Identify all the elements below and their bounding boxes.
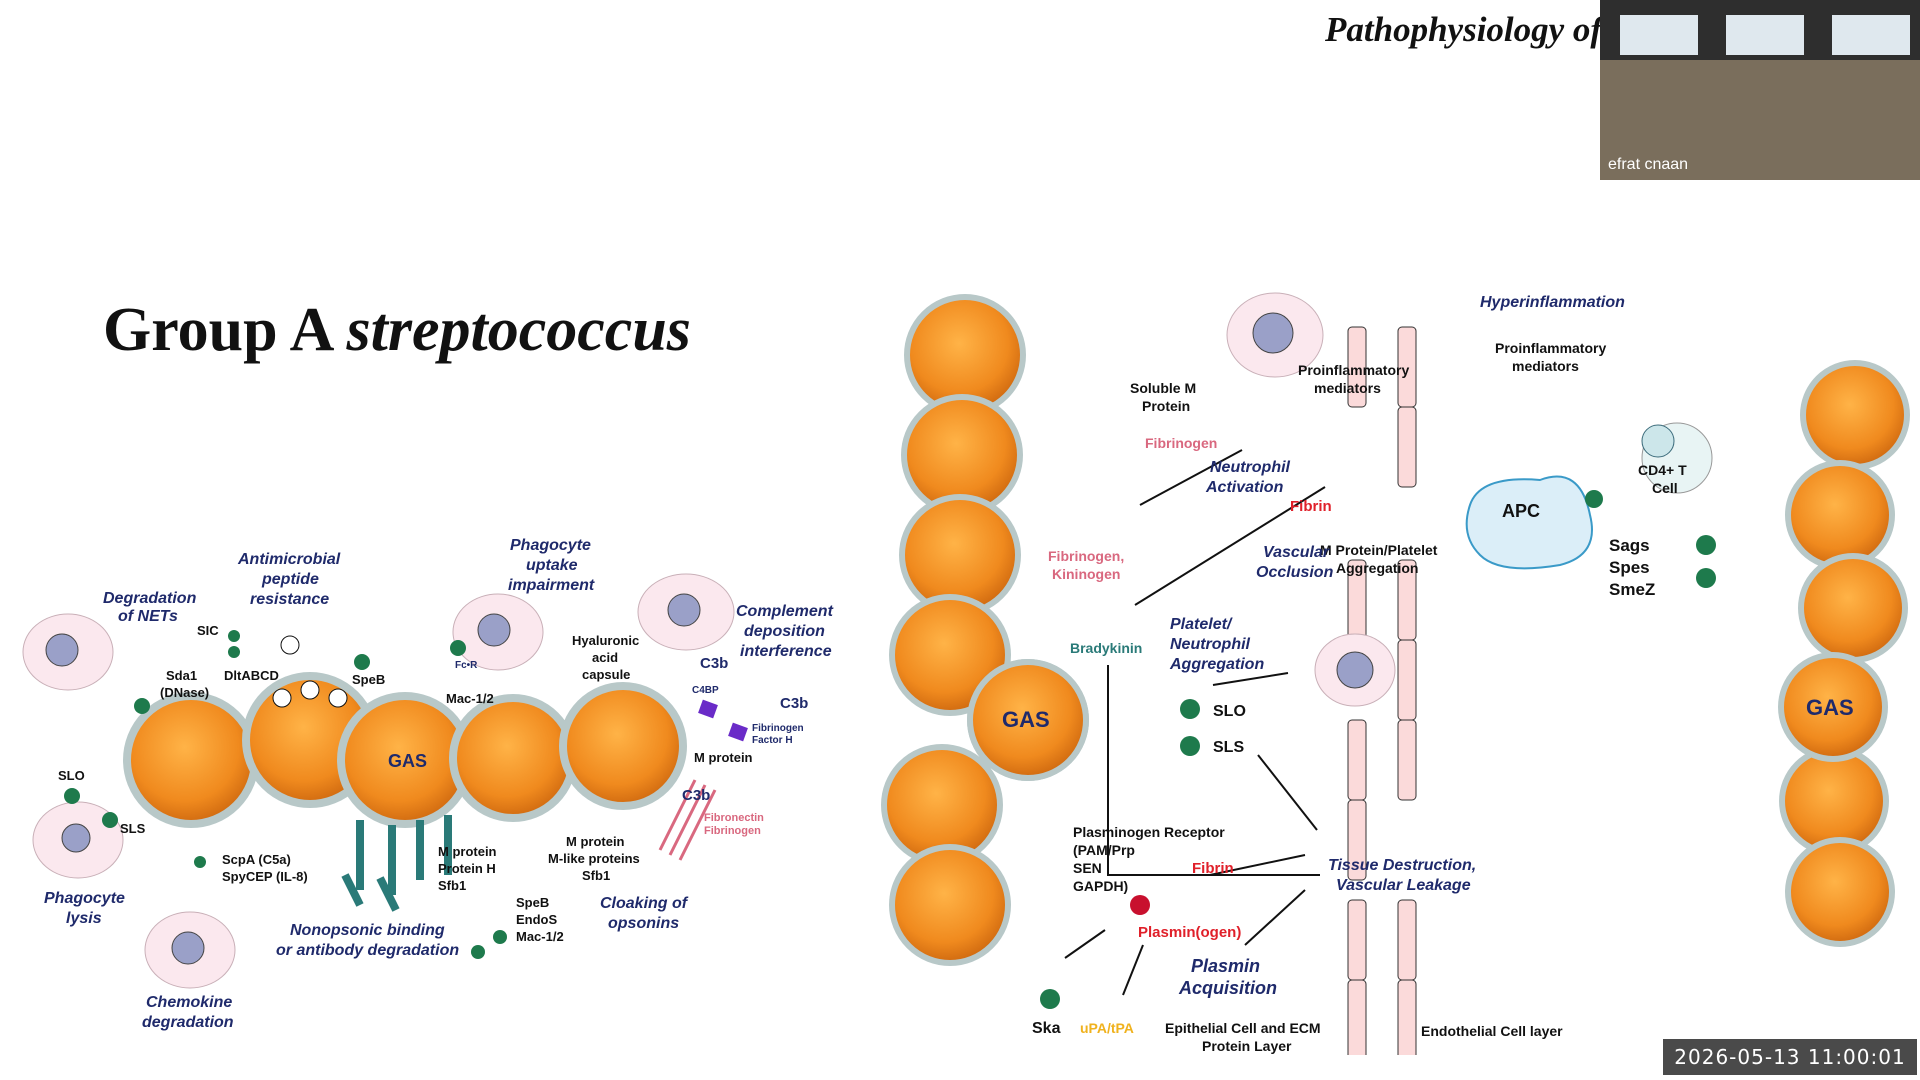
dltabcd-label: DltABCD — [224, 668, 279, 683]
bradykinin-label: Bradykinin — [1070, 640, 1142, 656]
right-figure: GAS GAS — [881, 292, 1910, 1055]
slo-left: SLO — [58, 768, 85, 783]
fcr-label: Fc•R — [455, 660, 478, 671]
plasmin-label: Plasmin(ogen) — [1138, 924, 1241, 941]
gas-label-left: GAS — [1002, 707, 1050, 732]
fibrin-label: Fibrin — [1290, 498, 1332, 515]
gas-chain — [123, 672, 687, 828]
plus-charges — [272, 635, 348, 708]
timestamp-badge: 2026-05-13 11:00:01 — [1663, 1039, 1917, 1075]
sda1-label: Sda1(DNase) — [160, 668, 209, 700]
right-cells — [1226, 292, 1396, 707]
scpa-label: ScpA (C5a)SpyCEP (IL-8) — [222, 852, 308, 884]
fib-kin-label: Fibrinogen,Kininogen — [1048, 548, 1124, 582]
mac-label: Mac-1/2 — [446, 691, 494, 706]
slide-title: Group A streptococcus — [103, 295, 691, 366]
sic-label: SIC — [197, 623, 219, 638]
title-plain: Group A — [103, 296, 347, 364]
fibronectin-lines — [658, 779, 717, 861]
cell-layers — [1347, 326, 1417, 1055]
plasmin-receptor — [1130, 895, 1150, 915]
sls-right: SLS — [1213, 739, 1244, 756]
gas-chain-left — [881, 294, 1089, 966]
sls-left: SLS — [120, 821, 146, 836]
nuclei — [45, 593, 701, 965]
webcam-thumbnail[interactable]: efrat cnaan — [1600, 0, 1920, 180]
title-italic: streptococcus — [346, 296, 691, 364]
gas-chain-right — [1778, 360, 1910, 947]
slo-right: SLO — [1213, 703, 1246, 720]
mprotein-label: M protein — [694, 750, 753, 765]
purple-markers — [698, 699, 748, 742]
endothelial-label: Endothelial Cell layer — [1421, 1023, 1563, 1039]
speb-label: SpeB — [352, 672, 385, 687]
c4bp-label: C4BP — [692, 685, 719, 696]
webcam-name: efrat cnaan — [1608, 156, 1689, 173]
fibrin2-label: Fibrin — [1192, 860, 1234, 877]
green-dots — [64, 630, 507, 959]
hyperinflam-label: Hyperinflammation — [1480, 294, 1625, 311]
apc-cell — [1465, 475, 1593, 570]
arrows — [1064, 449, 1326, 996]
gas-label: GAS — [388, 751, 427, 771]
green-dots-right — [1040, 490, 1716, 1009]
ska-label: Ska — [1032, 1020, 1061, 1037]
apc-label: APC — [1502, 501, 1540, 521]
upa-label: uPA/tPA — [1080, 1020, 1134, 1036]
tissue-label: Tissue Destruction,Vascular Leakage — [1328, 857, 1476, 894]
fibrinogen-label: Fibrinogen — [1145, 435, 1217, 451]
antibodies — [341, 815, 452, 912]
c3b-label-1: C3b — [700, 655, 728, 672]
c3b-label-2: C3b — [780, 695, 808, 712]
gas-label-right: GAS — [1806, 695, 1854, 720]
c3b-label-3: C3b — [682, 787, 710, 804]
slide-header: Pathophysiology of — [1325, 10, 1603, 49]
